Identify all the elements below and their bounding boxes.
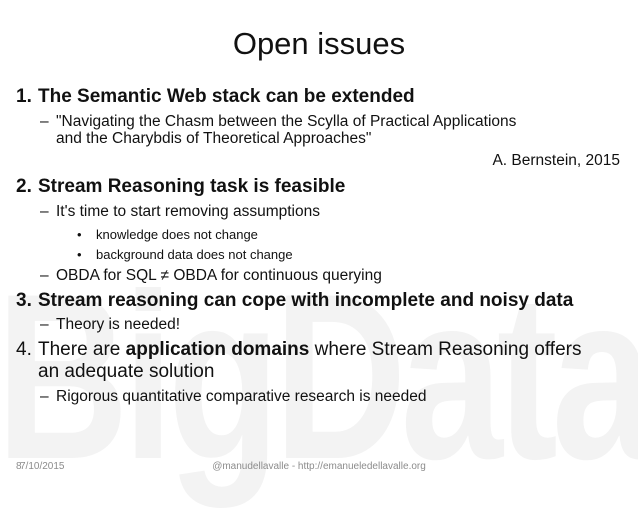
item-text: Stream reasoning can cope with incomplet… xyxy=(38,290,574,311)
item-number: 3. xyxy=(16,290,32,311)
sub-item-text: Rigorous quantitative comparative resear… xyxy=(56,388,427,405)
item-text: The Semantic Web stack can be extended xyxy=(38,86,415,107)
list-item-1: 1. The Semantic Web stack can be extende… xyxy=(0,85,638,109)
list-item-2: 2. Stream Reasoning task is feasible xyxy=(0,175,638,199)
dash-marker: – xyxy=(40,316,49,333)
item-text-emphasis: application domains xyxy=(125,339,310,360)
list-item-4-line-2: an adequate solution xyxy=(0,360,638,384)
slide-number: 8 xyxy=(16,461,22,472)
footer-credits: @manudellavalle - http://emanueledellava… xyxy=(212,461,426,472)
item-text-line-2: an adequate solution xyxy=(38,361,215,382)
bullet-icon: • xyxy=(77,247,82,262)
slide-title: Open issues xyxy=(232,26,406,61)
item-text-post: where Stream Reasoning offers xyxy=(309,339,582,360)
bullet-text: background data does not change xyxy=(96,247,293,262)
bullet-item-2-1-1: • knowledge does not change xyxy=(0,226,638,243)
bullet-item-2-1-2: • background data does not change xyxy=(0,246,638,263)
sub-item-text: OBDA for SQL ≠ OBDA for continuous query… xyxy=(56,267,382,284)
sub-item-4-1: – Rigorous quantitative comparative rese… xyxy=(0,387,638,406)
sub-item-2-2: – OBDA for SQL ≠ OBDA for continuous que… xyxy=(0,266,638,285)
dash-marker: – xyxy=(40,203,49,220)
bullet-icon: • xyxy=(77,227,82,242)
list-item-3: 3. Stream reasoning can cope with incomp… xyxy=(0,289,638,313)
item-text: There are application domains where Stre… xyxy=(38,338,581,362)
bullet-text: knowledge does not change xyxy=(96,227,258,242)
item-text-pre: There are xyxy=(38,339,126,360)
sub-item-1-1-line-1: – "Navigating the Chasm between the Scyl… xyxy=(0,112,638,131)
dash-marker: – xyxy=(40,113,49,130)
quote-attribution: A. Bernstein, 2015 xyxy=(492,152,620,169)
sub-item-text: Theory is needed! xyxy=(56,316,181,333)
footer-date: 8 7/10/2015 xyxy=(16,461,65,473)
item-number: 4. xyxy=(16,339,32,360)
item-text: Stream Reasoning task is feasible xyxy=(38,176,346,197)
dash-marker: – xyxy=(40,267,49,284)
date-text: 7/10/2015 xyxy=(20,461,65,472)
sub-item-2-1: – It's time to start removing assumption… xyxy=(0,202,638,221)
sub-item-text: It's time to start removing assumptions xyxy=(56,203,320,220)
quote-line-1: "Navigating the Chasm between the Scylla… xyxy=(56,113,517,130)
dash-marker: – xyxy=(40,388,49,405)
item-number: 1. xyxy=(16,86,32,107)
list-item-4: 4. There are application domains where S… xyxy=(0,338,638,362)
quote-line-2: and the Charybdis of Theoretical Approac… xyxy=(56,130,372,147)
item-number: 2. xyxy=(16,176,32,197)
sub-item-1-1-line-2: and the Charybdis of Theoretical Approac… xyxy=(0,129,638,148)
sub-item-3-1: – Theory is needed! xyxy=(0,315,638,334)
